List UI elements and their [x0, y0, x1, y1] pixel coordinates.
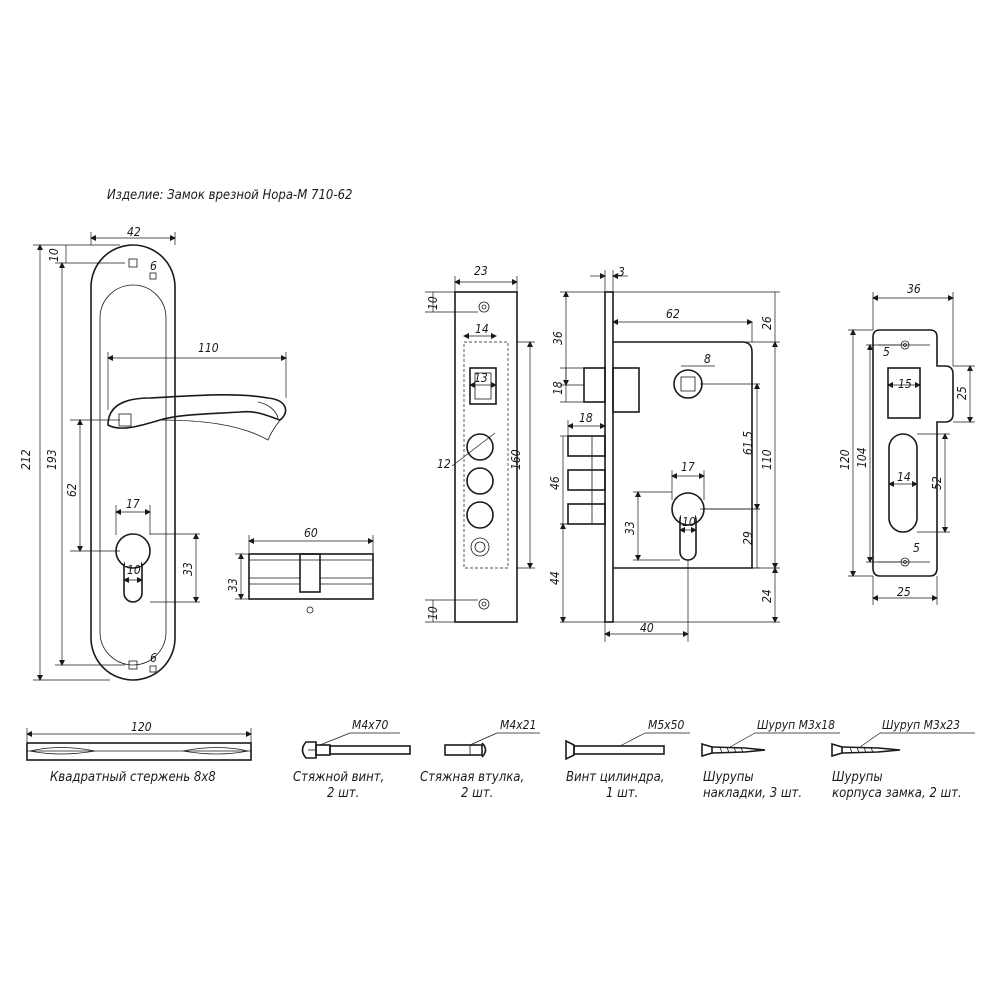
label-lockbody-dim-17: 17	[681, 460, 695, 474]
label-faceplate-dim-width: 23	[474, 264, 488, 278]
label-handle-dim-inner: 193	[45, 449, 59, 470]
label-lockbody-dim-62: 62	[666, 307, 680, 321]
label-lockbody-dim-3: 3	[618, 265, 625, 279]
label-strike-dim-5a: 5	[883, 345, 890, 359]
label-parts-screw1-caption-1: Стяжной винт,	[293, 770, 384, 785]
label-parts-screw2-caption-2: 2 шт.	[461, 786, 493, 801]
faceplate: 23 10 14 13 12 160 10	[425, 264, 535, 623]
binding-screw-part: М4х70 Стяжной винт, 2 шт.	[293, 718, 411, 801]
label-lockbody-dim-44: 44	[548, 571, 562, 585]
label-lockbody-dim-24: 24	[760, 589, 774, 603]
label-parts-screw1-caption-2: 2 шт.	[327, 786, 359, 801]
label-parts-spindle-dim: 120	[131, 720, 152, 734]
label-strike-dim-25b: 25	[897, 585, 911, 599]
label-faceplate-dim-14: 14	[475, 322, 489, 336]
label-handle-dim-lever: 110	[198, 341, 219, 355]
label-lockbody-dim-18b: 18	[579, 411, 593, 425]
diagram-title: Изделие: Замок врезной Нора-М 710-62	[107, 188, 352, 203]
label-cylinder-dim-length: 60	[304, 526, 318, 540]
label-parts-screw5-caption-2: корпуса замка, 2 шт.	[832, 786, 962, 801]
label-handle-dim-62: 62	[65, 483, 79, 497]
label-parts-screw4-spec: Шуруп М3х18	[757, 718, 835, 732]
label-faceplate-dim-bottom: 10	[426, 606, 440, 620]
label-parts-spindle-caption: Квадратный стержень 8x8	[50, 770, 216, 785]
label-strike-dim-52: 52	[930, 476, 944, 490]
label-parts-screw2-spec: М4х21	[500, 718, 536, 732]
label-strike-dim-15: 15	[898, 377, 912, 391]
label-handle-dim-hole-top: 6	[150, 259, 157, 273]
label-faceplate-dim-13: 13	[474, 371, 488, 385]
label-handle-dim-33: 33	[181, 562, 195, 576]
label-lockbody-dim-110: 110	[760, 449, 774, 470]
label-handle-dim-hole-bottom: 6	[150, 651, 157, 665]
label-handle-dim-total: 212	[19, 449, 33, 470]
label-parts-screw3-caption-1: Винт цилиндра,	[566, 770, 664, 785]
spindle-part: 120 Квадратный стержень 8x8	[26, 720, 252, 785]
label-lockbody-dim-18a: 18	[551, 381, 565, 395]
label-handle-dim-10: 10	[127, 563, 141, 577]
handle-dimensions: 42 10 6 110 212 193 62 17 10 33 6	[19, 225, 287, 681]
label-lockbody-dim-8: 8	[704, 352, 711, 366]
label-parts-screw3-caption-2: 1 шт.	[606, 786, 638, 801]
label-faceplate-dim-top: 10	[426, 296, 440, 310]
cylinder-screw-part: М5х50 Винт цилиндра, 1 шт.	[565, 718, 690, 801]
label-lockbody-dim-40: 40	[640, 621, 654, 635]
label-lockbody-dim-61-5: 61.5	[741, 431, 755, 455]
label-strike-dim-104: 104	[855, 447, 869, 468]
label-strike-dim-25a: 25	[955, 386, 969, 400]
label-parts-screw3-spec: М5х50	[648, 718, 684, 732]
label-strike-dim-5b: 5	[913, 541, 920, 555]
handle-plate	[90, 244, 287, 681]
label-lockbody-dim-10: 10	[682, 515, 696, 529]
label-handle-dim-width: 42	[127, 225, 141, 239]
label-lockbody-dim-26: 26	[760, 316, 774, 330]
label-parts-screw4-caption-2: накладки, 3 шт.	[703, 786, 802, 801]
label-parts-screw4-caption-1: Шурупы	[703, 770, 754, 785]
lock-body: 3 62 26 36 8 18 18 61.5 110 17	[548, 265, 780, 642]
label-lockbody-dim-36: 36	[551, 331, 565, 345]
label-lockbody-dim-33: 33	[623, 521, 637, 535]
label-handle-dim-top: 10	[47, 248, 61, 262]
binding-sleeve-part: М4х21 Стяжная втулка, 2 шт.	[420, 718, 540, 801]
label-strike-dim-120: 120	[838, 449, 852, 470]
label-lockbody-dim-29: 29	[741, 531, 755, 545]
label-faceplate-dim-12: 12	[437, 457, 451, 471]
label-strike-dim-14: 14	[897, 470, 911, 484]
cylinder: 60 33	[226, 526, 374, 614]
label-faceplate-dim-160: 160	[509, 449, 523, 470]
plate-wood-screw-part: Шуруп М3х18 Шурупы накладки, 3 шт.	[701, 718, 840, 801]
label-parts-screw1-spec: М4х70	[352, 718, 388, 732]
strike-plate: 36 5 25 15 120 104 14 52 5 25	[838, 282, 975, 605]
label-parts-screw5-caption-1: Шурупы	[832, 770, 883, 785]
label-strike-dim-36: 36	[907, 282, 921, 296]
label-lockbody-dim-46: 46	[548, 476, 562, 490]
label-cylinder-dim-height: 33	[226, 578, 240, 592]
body-wood-screw-part: Шуруп М3х23 Шурупы корпуса замка, 2 шт.	[831, 718, 975, 801]
label-parts-screw5-spec: Шуруп М3х23	[882, 718, 960, 732]
label-parts-screw2-caption-1: Стяжная втулка,	[420, 770, 524, 785]
label-handle-dim-17: 17	[126, 497, 140, 511]
